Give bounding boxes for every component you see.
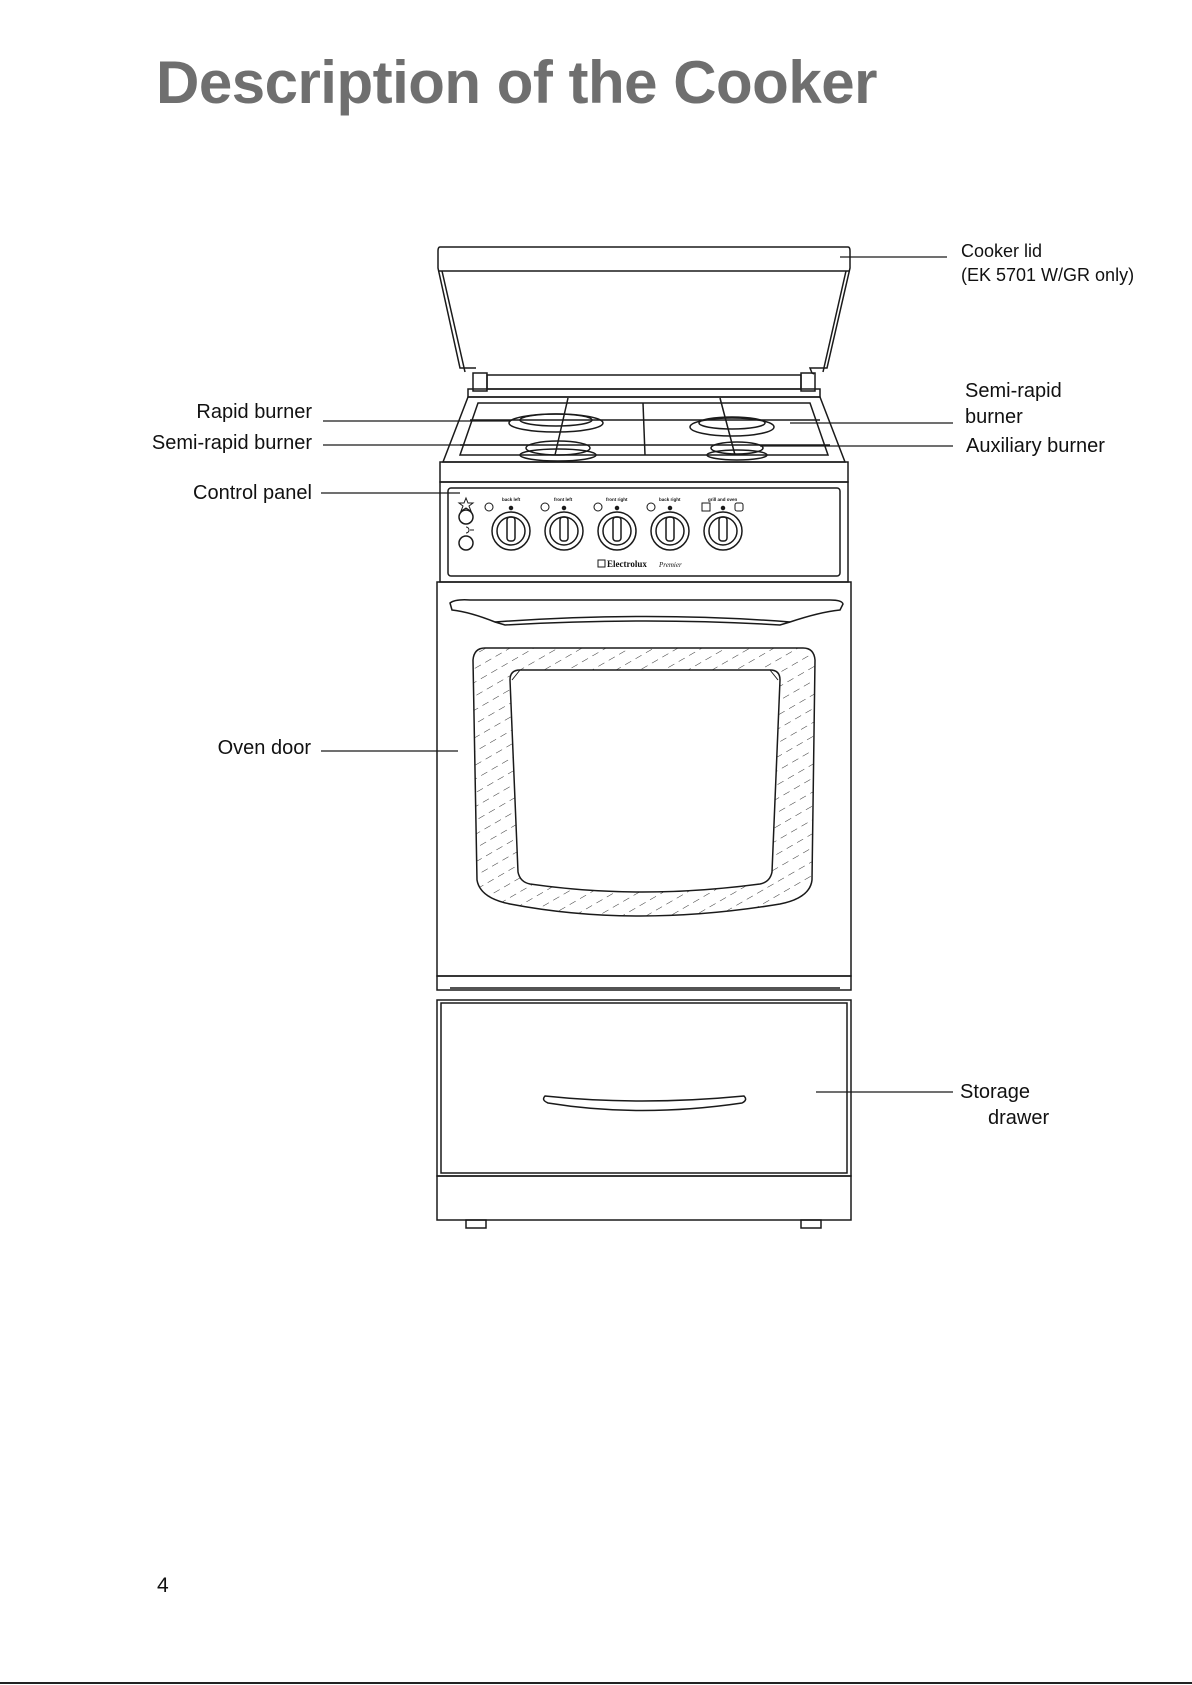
oven-light-button	[459, 536, 473, 550]
label-cooker-lid-line2: (EK 5701 W/GR only)	[961, 263, 1134, 287]
label-storage-drawer: Storage drawer	[960, 1079, 1049, 1131]
label-storage-drawer-line1: Storage	[960, 1079, 1049, 1105]
bottom-rule	[0, 1682, 1192, 1684]
hob	[440, 397, 848, 482]
knob-label-back-right: back right	[659, 497, 681, 502]
oven-door	[437, 582, 851, 976]
label-oven-door: Oven door	[218, 735, 311, 761]
storage-drawer	[437, 1000, 851, 1176]
label-control-panel: Control panel	[193, 480, 312, 506]
knob-label-back-left: back left	[502, 497, 521, 502]
knob-front-right[interactable]	[594, 503, 636, 550]
oven-window-glass	[510, 670, 780, 892]
label-storage-drawer-line2: drawer	[960, 1105, 1049, 1131]
label-semi-rapid-left: Semi-rapid burner	[152, 430, 312, 456]
knob-back-right[interactable]	[647, 503, 689, 550]
brand-suffix: Premier	[658, 561, 682, 569]
label-rapid-burner: Rapid burner	[196, 399, 312, 425]
knob-label-front-right: front right	[606, 497, 628, 502]
brand-name: Electrolux	[607, 559, 647, 569]
plinth	[437, 1176, 851, 1228]
storage-drawer-handle	[544, 1096, 746, 1111]
label-semi-rapid-right: Semi-rapid burner	[965, 378, 1062, 430]
knob-back-left[interactable]	[485, 503, 530, 550]
knob-label-front-left: front left	[554, 497, 573, 502]
label-semi-rapid-right-line1: Semi-rapid	[965, 378, 1062, 404]
ignition-icon	[459, 498, 473, 511]
door-base-trim	[437, 976, 851, 990]
knob-front-left[interactable]	[541, 503, 583, 550]
brand-logo-icon	[598, 560, 605, 567]
knob-label-grill-and-oven: grill and oven	[708, 497, 738, 502]
label-cooker-lid-line1: Cooker lid	[961, 239, 1134, 263]
light-icon	[466, 527, 474, 533]
ignition-button	[459, 510, 473, 524]
label-auxiliary-burner: Auxiliary burner	[966, 433, 1105, 459]
page-number: 4	[157, 1574, 169, 1598]
label-cooker-lid: Cooker lid (EK 5701 W/GR only)	[961, 239, 1134, 287]
cooker-lid	[438, 247, 850, 397]
label-semi-rapid-right-line2: burner	[965, 404, 1062, 430]
knob-grill-and-oven[interactable]	[702, 503, 743, 550]
